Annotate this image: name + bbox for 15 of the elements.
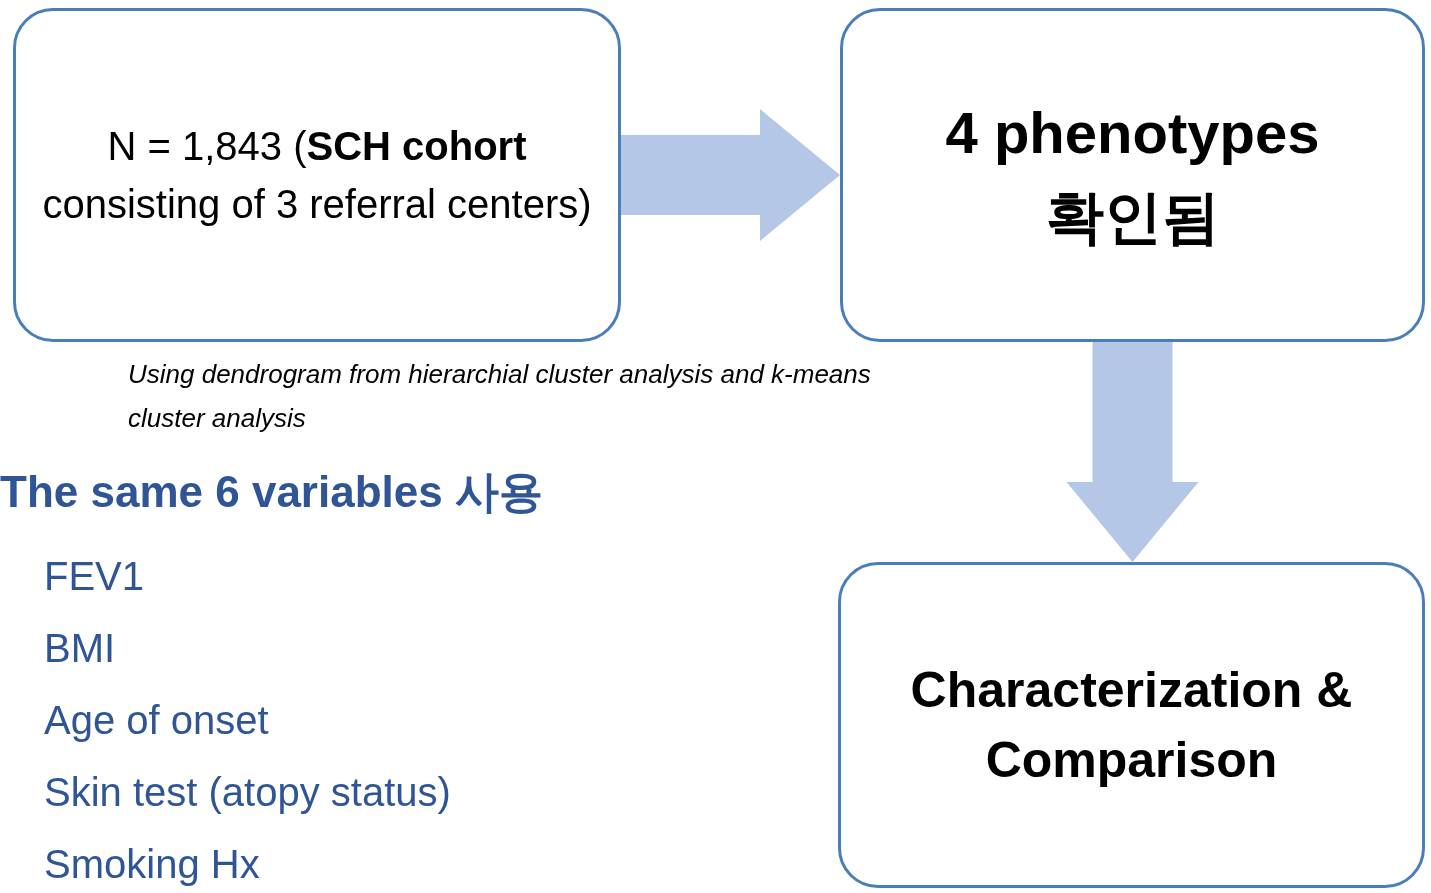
box-text: N = 1,843 (SCH cohort consisting of 3 referral centers) <box>41 123 593 228</box>
list-item: Age of onset <box>44 697 269 743</box>
note-text: Using dendrogram from hierarchial cluster analysis and k-means cluster analysis <box>128 358 872 435</box>
section-heading: The same 6 variables 사용 <box>0 466 543 518</box>
process-box <box>838 562 1425 888</box>
list-item: Skin test (atopy status) <box>44 769 451 815</box>
box-text: 4 phenotypes 확인됨 <box>944 99 1321 251</box>
list-item: Smoking Hx <box>44 841 260 887</box>
box-text: Characterization & Comparison <box>909 661 1354 790</box>
block-arrow <box>1066 342 1199 562</box>
process-box <box>840 8 1425 342</box>
process-box <box>13 8 621 342</box>
block-arrow <box>621 109 840 241</box>
list-item: BMI <box>44 625 116 671</box>
list-item: FEV1 <box>44 553 145 599</box>
